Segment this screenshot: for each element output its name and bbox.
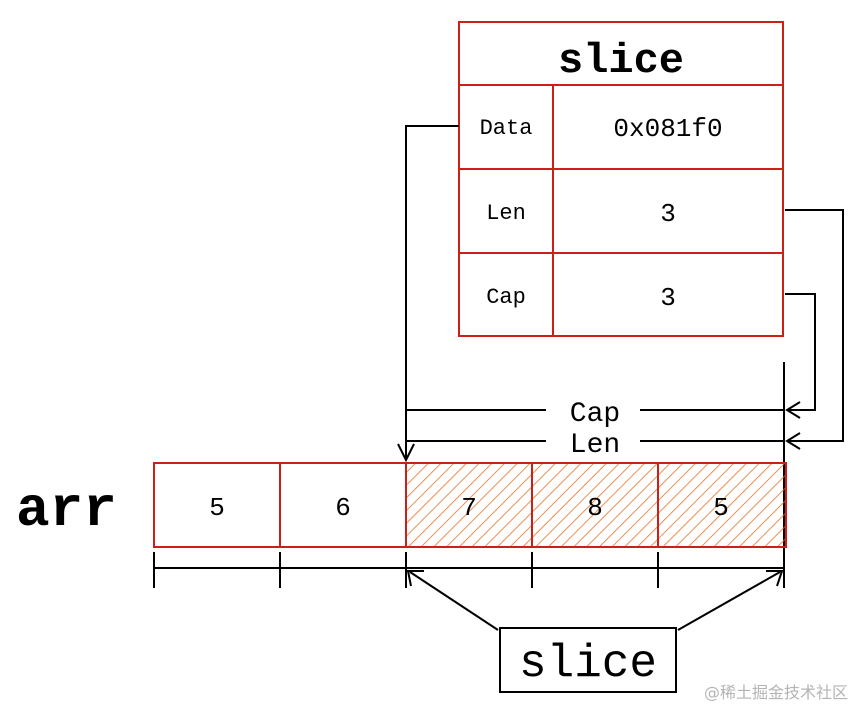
field-value-data: 0x081f0	[613, 114, 722, 144]
len-marker-label: Len	[570, 430, 620, 461]
cap-marker-label: Cap	[570, 399, 620, 430]
index-ruler	[153, 552, 784, 588]
array-cell-0: 5	[209, 493, 225, 523]
field-name-cap: Cap	[486, 285, 526, 310]
array-cell-3: 8	[587, 493, 603, 523]
field-value-cap: 3	[660, 283, 676, 313]
field-value-len: 3	[660, 199, 676, 229]
slice-label-box: slice	[499, 627, 677, 693]
watermark: @稀土掘金技术社区	[704, 683, 848, 702]
cap-connector-arrow	[785, 293, 816, 419]
field-name-data: Data	[480, 116, 533, 141]
slice-struct-title: slice	[558, 37, 684, 85]
field-name-len: Len	[486, 201, 526, 226]
array-label: arr	[16, 478, 117, 542]
array-cells: 5 6 7 8 5	[153, 462, 787, 548]
slice-range-arrows	[406, 570, 784, 631]
array-cell-2: 7	[461, 493, 477, 523]
array-hatch-region	[406, 463, 786, 547]
array-cell-1: 6	[335, 493, 351, 523]
array-cell-4: 5	[713, 493, 729, 523]
slice-struct-table: slice Data 0x081f0 Len 3 Cap 3	[458, 21, 784, 337]
slice-label: slice	[519, 638, 657, 690]
len-connector-arrow	[785, 209, 844, 450]
data-pointer-arrow	[397, 125, 459, 463]
